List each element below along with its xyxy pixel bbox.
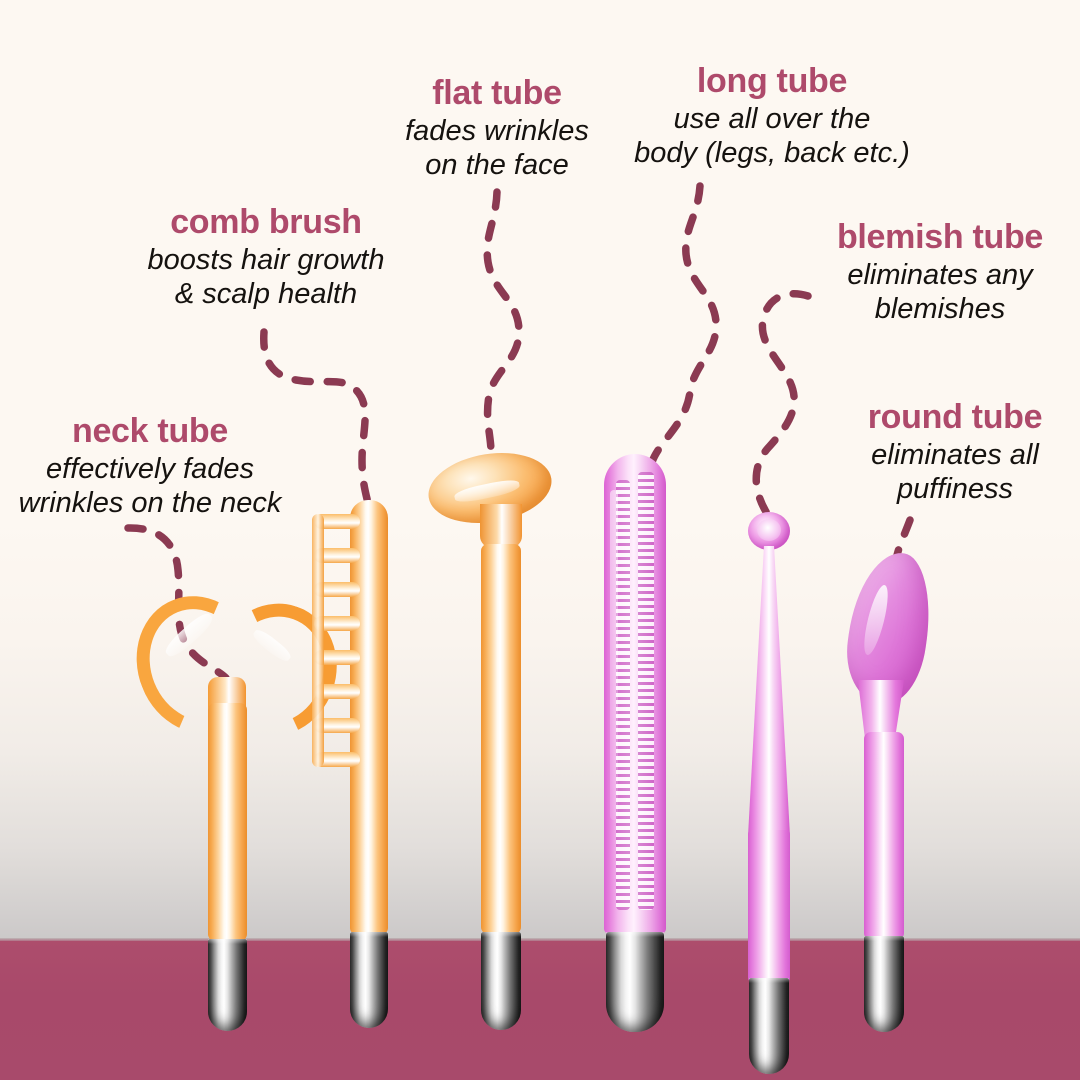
comb-tooth — [314, 582, 360, 597]
label-desc-blemish-tube-line2: blemishes — [874, 292, 1006, 325]
blemish-tube-chrome-base — [749, 978, 789, 1074]
flat-tube-chrome-base — [481, 932, 521, 1030]
product-comb-brush[interactable] — [296, 492, 406, 1037]
connector-comb-brush — [260, 328, 374, 516]
label-desc-round-tube-line1: eliminates all — [871, 438, 1039, 471]
blemish-tube-shaft — [748, 830, 790, 982]
long-tube-chrome-base — [606, 932, 664, 1032]
round-tube-shaft — [864, 732, 904, 940]
comb-tooth — [314, 650, 360, 665]
connector-flat-tube — [483, 188, 523, 466]
label-desc-long-tube-line1: use all over the — [673, 102, 871, 135]
label-comb-brush: comb brush boosts hair growth & scalp he… — [112, 203, 420, 312]
comb-tooth — [314, 718, 360, 733]
comb-tooth — [314, 514, 360, 529]
label-desc-comb-brush-line2: & scalp health — [174, 277, 358, 310]
comb-tooth — [314, 616, 360, 631]
comb-tooth-spine — [312, 514, 324, 767]
neck-tube-chrome-base — [208, 939, 247, 1031]
label-desc-round-tube-line2: puffiness — [896, 472, 1014, 505]
comb-tooth — [314, 684, 360, 699]
label-title-blemish-tube: blemish tube — [836, 218, 1044, 256]
long-tube-filament-right — [638, 472, 654, 910]
comb-tooth — [314, 548, 360, 563]
product-blemish-tube[interactable] — [726, 508, 816, 1074]
label-blemish-tube: blemish tube eliminates any blemishes — [800, 218, 1080, 327]
round-tube-neck — [857, 680, 904, 736]
label-desc-flat-tube-line2: on the face — [425, 148, 569, 181]
neck-tube-shaft — [208, 703, 247, 941]
label-round-tube: round tube eliminates all puffiness — [830, 398, 1080, 507]
label-neck-tube: neck tube effectively fades wrinkles on … — [0, 412, 300, 521]
label-desc-comb-brush-line1: boosts hair growth — [147, 243, 385, 276]
label-title-round-tube: round tube — [867, 398, 1043, 436]
flat-tube-shaft — [481, 544, 521, 934]
label-desc-neck-tube-line1: effectively fades — [46, 452, 254, 485]
blemish-tube-ball-core — [757, 519, 781, 541]
comb-brush-chrome-base — [350, 932, 388, 1028]
flat-tube-neck — [480, 504, 522, 548]
product-round-tube[interactable] — [839, 547, 952, 1040]
label-desc-flat-tube-line1: fades wrinkles — [405, 114, 589, 147]
label-desc-blemish-tube-line1: eliminates any — [847, 258, 1033, 291]
comb-tooth — [314, 752, 360, 767]
floor-edge-line — [0, 938, 1080, 942]
label-title-flat-tube: flat tube — [432, 74, 562, 112]
connector-long-tube — [648, 182, 720, 466]
label-title-long-tube: long tube — [696, 62, 848, 100]
round-tube-chrome-base — [864, 936, 904, 1032]
long-tube-body — [604, 454, 666, 934]
product-neck-tube[interactable] — [116, 577, 356, 1035]
product-flat-tube[interactable] — [423, 444, 574, 1038]
comb-brush-shaft — [350, 500, 388, 934]
label-title-neck-tube: neck tube — [71, 412, 228, 450]
label-title-comb-brush: comb brush — [170, 203, 362, 241]
connector-blemish-tube — [752, 290, 812, 522]
blemish-tube-taper — [748, 546, 790, 836]
connector-neck-tube — [124, 524, 230, 682]
label-flat-tube: flat tube fades wrinkles on the face — [362, 74, 632, 183]
label-desc-long-tube-line2: body (legs, back etc.) — [634, 136, 910, 169]
label-desc-neck-tube-line2: wrinkles on the neck — [18, 486, 282, 519]
long-tube-filament-left — [616, 480, 630, 910]
label-long-tube: long tube use all over the body (legs, b… — [592, 62, 952, 171]
product-long-tube[interactable] — [596, 450, 696, 1038]
